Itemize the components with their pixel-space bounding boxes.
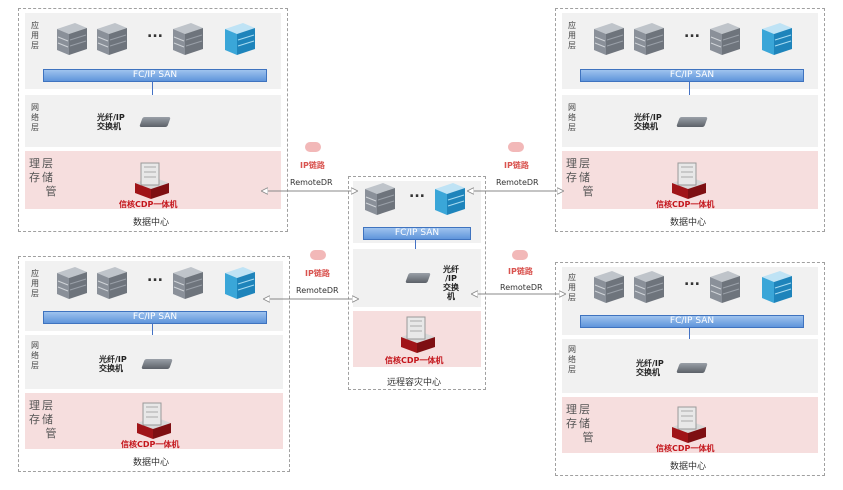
dr-caption: 远程容灾中心 bbox=[387, 378, 442, 388]
storage-layer-label: 理层 存储 管 bbox=[29, 399, 59, 440]
cdp-label: 信核CDP一体机 bbox=[121, 440, 180, 449]
cdp-label: 信核CDP一体机 bbox=[656, 200, 715, 209]
dots: ... bbox=[409, 185, 425, 201]
cdp-label: 信核CDP一体机 bbox=[656, 444, 715, 453]
cloud-icon bbox=[508, 142, 524, 152]
ip-link-label: IP链路 bbox=[300, 161, 325, 170]
app-layer-label: 应用层 bbox=[568, 21, 576, 50]
storage-layer-label: 理层 存储 管 bbox=[566, 403, 596, 444]
app-layer-label: 应用层 bbox=[568, 273, 576, 302]
dc-caption: 数据中心 bbox=[670, 462, 707, 472]
storage-layer-label: 理层 存储 管 bbox=[29, 157, 59, 198]
cloud-icon bbox=[305, 142, 321, 152]
ip-link-label: IP链路 bbox=[504, 161, 529, 170]
net-layer-label: 网络层 bbox=[568, 103, 576, 132]
cloud-icon bbox=[512, 250, 528, 260]
dots: ... bbox=[684, 273, 700, 289]
dc-caption: 数据中心 bbox=[133, 458, 170, 468]
net-layer-label: 网络层 bbox=[568, 345, 576, 374]
net-layer-label: 网络层 bbox=[31, 103, 39, 132]
app-layer-label: 应用层 bbox=[31, 269, 39, 298]
storage-layer-label: 理层 存储 管 bbox=[566, 157, 596, 198]
remotedr-label: RemoteDR bbox=[496, 178, 539, 187]
san-bar: FC/IP SAN bbox=[43, 311, 267, 324]
remotedr-label: RemoteDR bbox=[296, 286, 339, 295]
remotedr-label: RemoteDR bbox=[500, 283, 543, 292]
san-bar: FC/IP SAN bbox=[580, 69, 804, 82]
cdp-label: 信核CDP一体机 bbox=[385, 356, 444, 365]
cloud-icon bbox=[310, 250, 326, 260]
app-layer-label: 应用层 bbox=[31, 21, 39, 50]
san-bar: FC/IP SAN bbox=[43, 69, 267, 82]
dots: ... bbox=[684, 25, 700, 41]
cdp-label: 信核CDP一体机 bbox=[119, 200, 178, 209]
ip-link-label: IP链路 bbox=[508, 267, 533, 276]
dc-caption: 数据中心 bbox=[133, 218, 170, 228]
san-bar: FC/IP SAN bbox=[363, 227, 471, 240]
dots: ... bbox=[147, 25, 163, 41]
remotedr-label: RemoteDR bbox=[290, 178, 333, 187]
net-layer-label: 网络层 bbox=[31, 341, 39, 370]
dc-caption: 数据中心 bbox=[670, 218, 707, 228]
ip-link-label: IP链路 bbox=[305, 269, 330, 278]
san-bar: FC/IP SAN bbox=[580, 315, 804, 328]
dots: ... bbox=[147, 269, 163, 285]
